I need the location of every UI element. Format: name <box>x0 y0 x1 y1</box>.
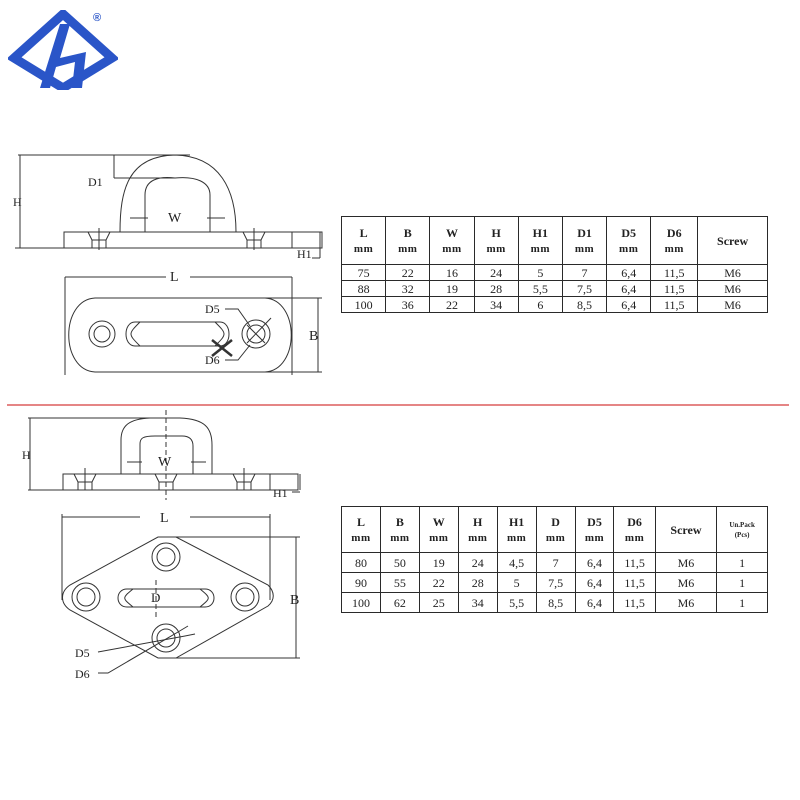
p2-label-d: D <box>151 590 160 605</box>
p2-label-b: B <box>290 593 299 608</box>
p1-label-h1: H1 <box>297 247 312 261</box>
product2-top-view <box>61 514 300 674</box>
registered-trademark-mark: ® <box>93 12 102 24</box>
p1-label-d5: D5 <box>205 302 220 316</box>
p2-label-w: W <box>158 455 172 470</box>
p1-label-d6: D6 <box>205 353 220 367</box>
col-header-unit-pack: Un.Pack(Pcs) <box>716 506 768 553</box>
logo-diamond-icon <box>8 10 118 90</box>
brand-logo <box>8 10 118 90</box>
product2-side-view <box>28 410 301 500</box>
section-divider <box>7 404 789 406</box>
p1-label-l: L <box>170 270 179 285</box>
col-header-screw: Screw <box>654 506 718 553</box>
p2-label-d5: D5 <box>75 646 90 660</box>
p1-label-b: B <box>309 329 318 344</box>
p2-label-l: L <box>160 511 169 526</box>
p1-label-w: W <box>168 211 182 226</box>
col-header-screw: Screw <box>697 216 768 265</box>
logo-h-letter-icon <box>40 24 86 88</box>
product1-top-view <box>64 276 322 375</box>
p2-label-h: H <box>22 448 31 462</box>
p1-label-h: H <box>13 195 22 209</box>
p1-label-d1: D1 <box>88 175 103 189</box>
p2-label-d6: D6 <box>75 667 90 681</box>
product1-side-view <box>15 154 323 259</box>
p2-label-h1: H1 <box>273 486 288 500</box>
